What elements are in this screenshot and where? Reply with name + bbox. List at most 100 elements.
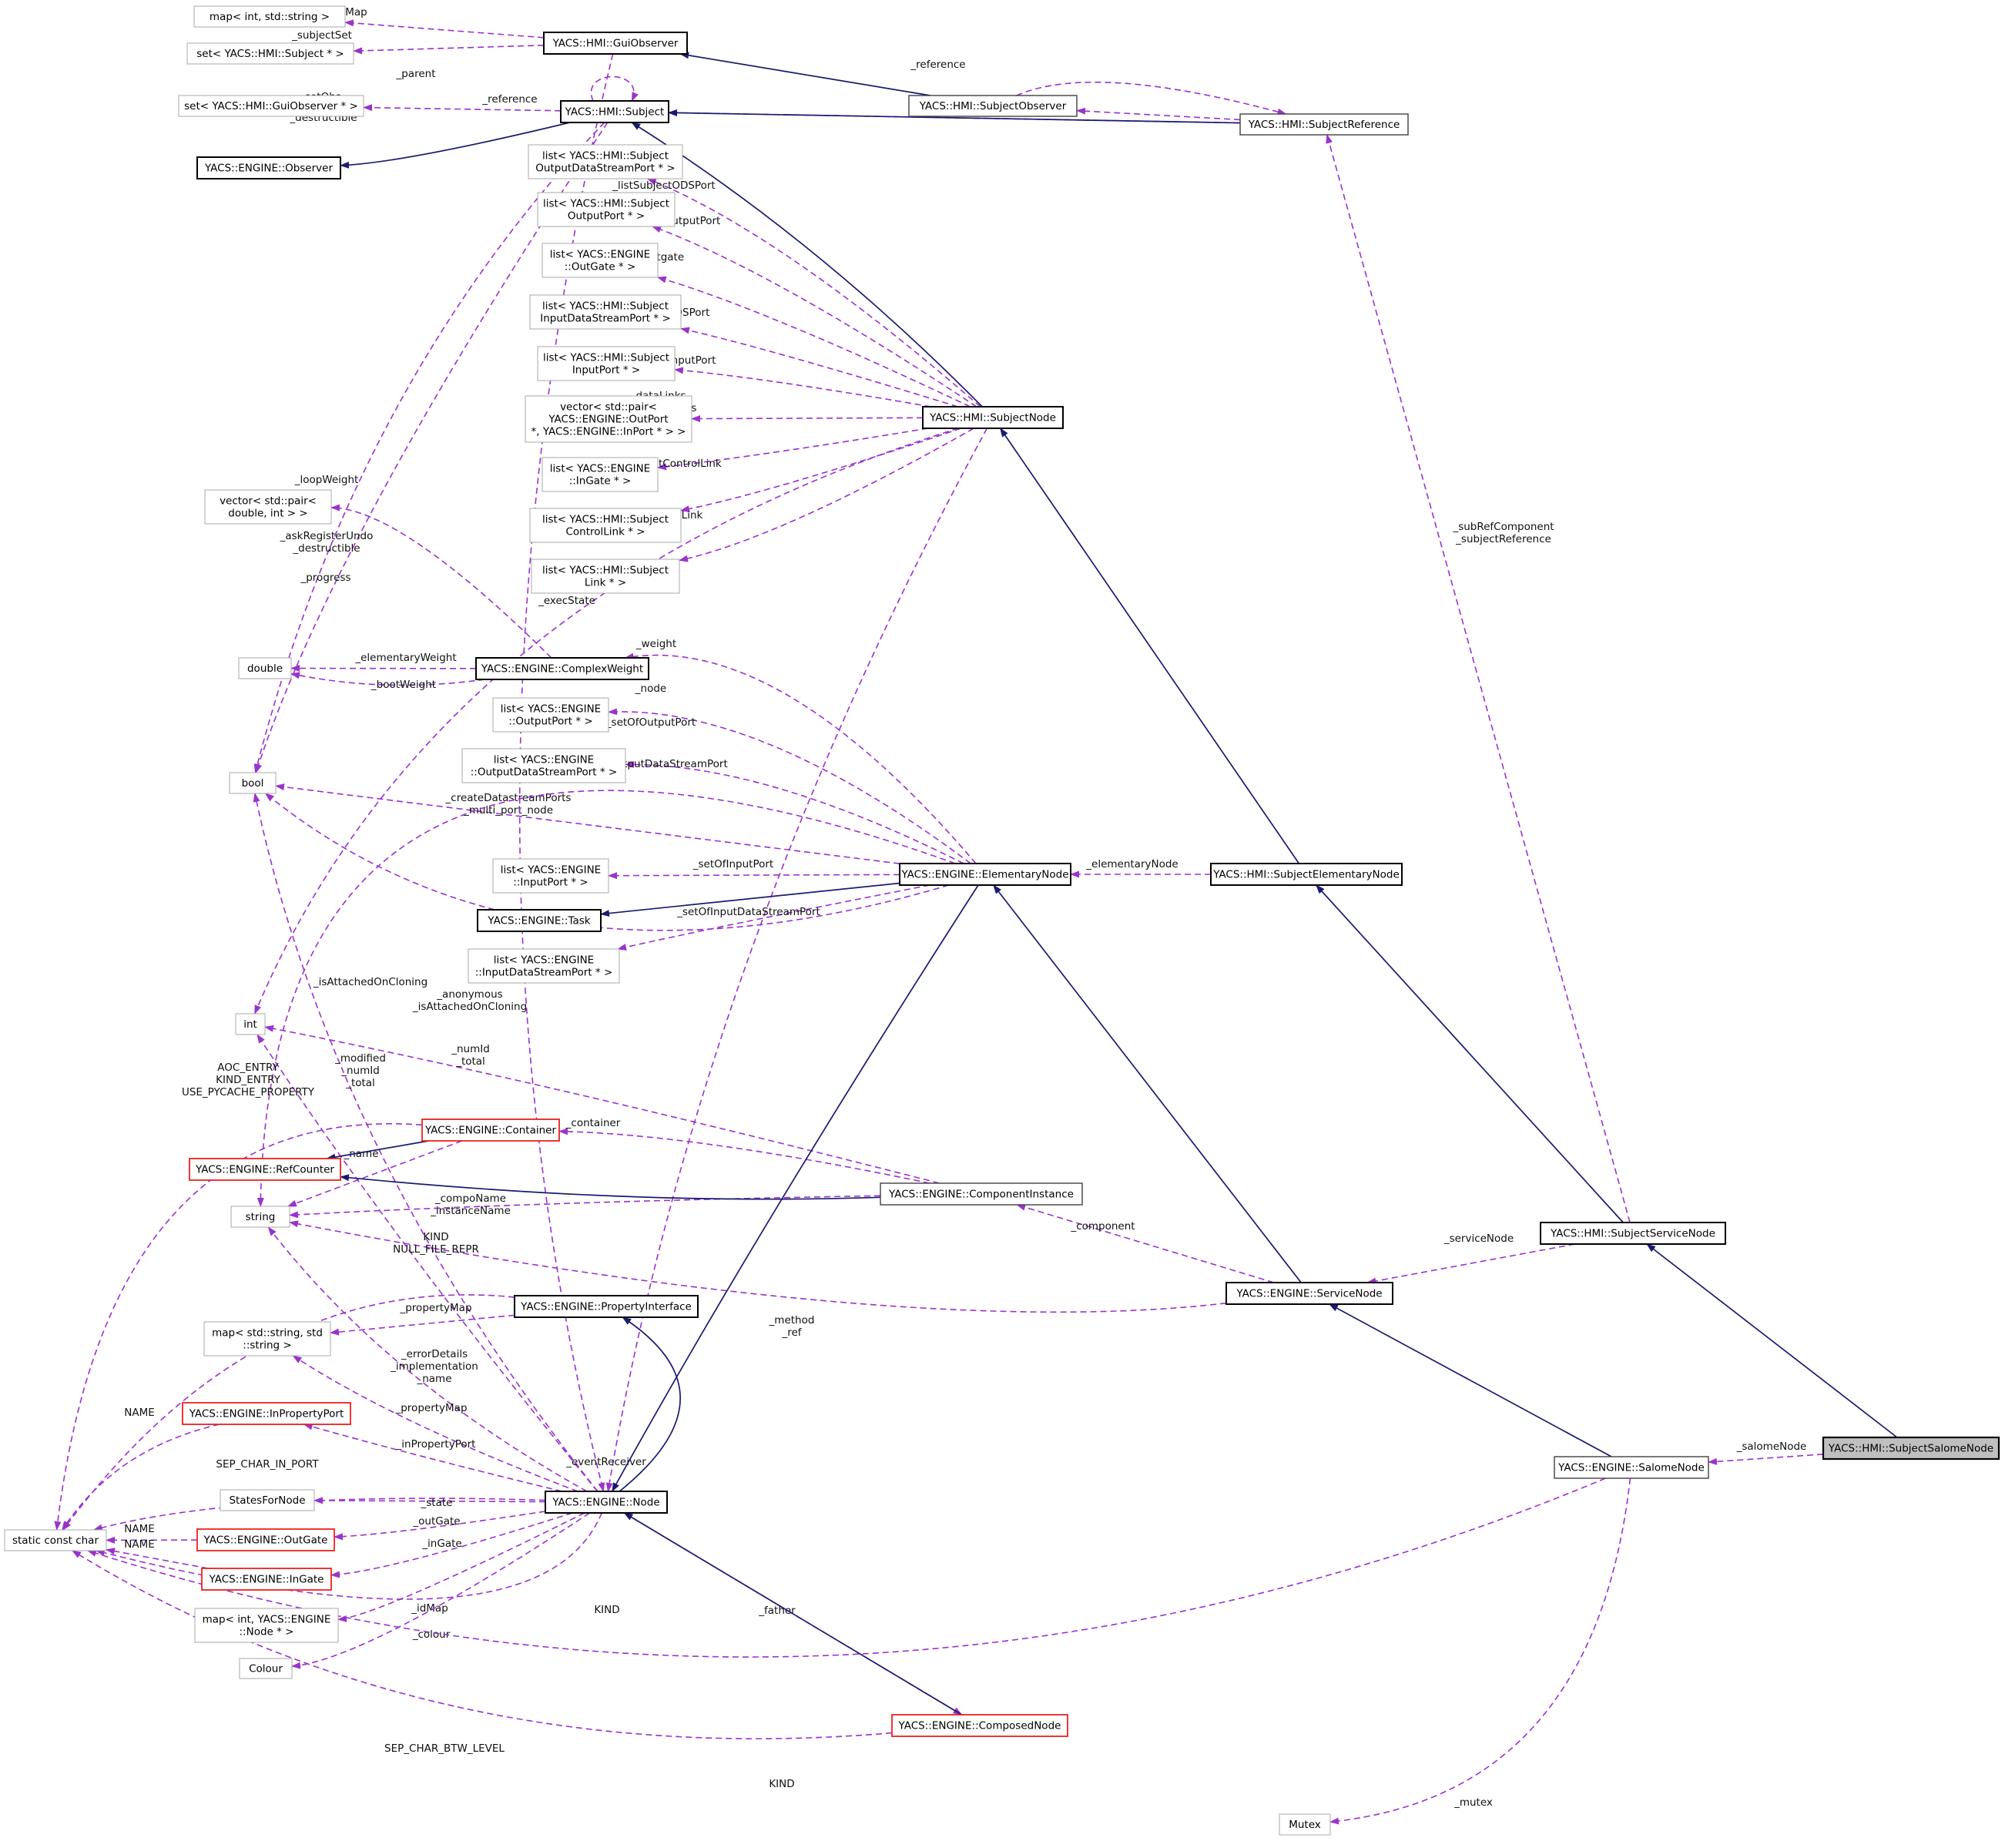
class-box-subjectElementaryNode[interactable]: YACS::HMI::SubjectElementaryNode: [1210, 863, 1403, 886]
edge-node-outGate: [334, 1511, 546, 1541]
class-box-inPropertyPort[interactable]: YACS::ENGINE::InPropertyPort: [182, 1402, 351, 1425]
edge-label-inGate-staticConstChar: NAME: [124, 1538, 155, 1551]
svg-text:YACS::ENGINE::SalomeNode: YACS::ENGINE::SalomeNode: [1557, 1462, 1705, 1474]
edge-salomeNode-serviceNode: [1329, 1303, 1612, 1457]
svg-text:YACS::HMI::Subject: YACS::HMI::Subject: [565, 106, 665, 119]
edge-subject-bool: [255, 122, 609, 773]
edge-label-node-inGate: _inGate: [421, 1538, 461, 1550]
edge-node-mapStringString: [292, 1355, 578, 1492]
class-box-serviceNode[interactable]: YACS::ENGINE::ServiceNode: [1225, 1282, 1393, 1305]
class-box-vectorDoubleInt: vector< std::pair<double, int > >: [204, 489, 332, 525]
edge-label-complexWeight-vectorDoubleInt: _loopWeight: [294, 474, 359, 486]
class-box-componentInstance[interactable]: YACS::ENGINE::ComponentInstance: [880, 1182, 1083, 1206]
edge-componentInstance-int: [264, 1025, 940, 1184]
class-box-subjectNode[interactable]: YACS::HMI::SubjectNode: [922, 406, 1064, 429]
edge-subjectNode-listSubjODS: [646, 178, 981, 407]
svg-text:list< YACS::ENGINE::InGate * >: list< YACS::ENGINE::InGate * >: [550, 463, 650, 488]
edge-subjectNode-listOutGatePtr: [656, 276, 971, 407]
edge-subject-setGuiObserver: [363, 104, 562, 112]
edge-label-subjectServiceNode-subjectReference: _subRefComponent_subjectReference: [1452, 521, 1554, 545]
edge-node-string: [267, 1226, 588, 1492]
class-box-subjectSalomeNode[interactable]: YACS::HMI::SubjectSalomeNode: [1822, 1436, 2000, 1461]
svg-text:YACS::HMI::SubjectReference: YACS::HMI::SubjectReference: [1248, 119, 1400, 131]
class-box-subjectObserver[interactable]: YACS::HMI::SubjectObserver: [908, 95, 1078, 117]
class-box-node[interactable]: YACS::ENGINE::Node: [545, 1491, 668, 1514]
edge-guiObserver-node: [518, 53, 614, 1492]
svg-text:Mutex: Mutex: [1289, 1819, 1321, 1831]
class-box-propertyInterface[interactable]: YACS::ENGINE::PropertyInterface: [514, 1295, 699, 1318]
svg-text:YACS::ENGINE::InGate: YACS::ENGINE::InGate: [209, 1574, 324, 1586]
edge-componentInstance-refCounter: [340, 1174, 881, 1200]
class-box-refCounter[interactable]: YACS::ENGINE::RefCounter: [189, 1158, 341, 1181]
edge-node-staticConstChar: [92, 1498, 546, 1531]
svg-text:YACS::HMI::SubjectElementaryNo: YACS::HMI::SubjectElementaryNode: [1212, 869, 1400, 881]
edge-container-string: [287, 1140, 463, 1207]
edge-label-guiObserver-setSubject: _subjectSet: [291, 29, 352, 42]
edge-label-elementaryNode-listOutputPortEng: _setOfOutputPort: [605, 716, 696, 729]
edge-label-serviceNode-componentInstance: _component: [1070, 1220, 1135, 1233]
edge-subjectServiceNode-subjectElementaryNode: [1316, 884, 1624, 1223]
svg-text:bool: bool: [242, 777, 264, 790]
edge-subjectNode-listSubjControlLink: [680, 428, 961, 513]
edge-label-composedNode-staticConstChar: SEP_CHAR_BTW_LEVEL: [384, 1742, 505, 1755]
svg-text:set< YACS::HMI::Subject * >: set< YACS::HMI::Subject * >: [196, 48, 344, 60]
svg-text:list< YACS::ENGINE::InputPort: list< YACS::ENGINE::InputPort * >: [501, 864, 601, 889]
edge-label-subjectNode-listSubjODS: _listSubjectODSPort: [612, 179, 715, 192]
edge-label-node-statesForNode: _state: [421, 1497, 453, 1509]
class-box-elementaryNode[interactable]: YACS::ENGINE::ElementaryNode: [899, 863, 1071, 886]
svg-text:YACS::ENGINE::ComponentInstanc: YACS::ENGINE::ComponentInstance: [888, 1189, 1074, 1201]
edge-componentInstance-container: [558, 1128, 930, 1184]
edge-label-componentInstance-int: _numId_total: [451, 1043, 490, 1068]
class-box-observer[interactable]: YACS::ENGINE::Observer: [196, 156, 341, 179]
edge-subjectReference-subjectObserver: [1076, 107, 1241, 121]
class-box-listODSPEng: list< YACS::ENGINE::OutputDataStreamPort…: [461, 748, 626, 783]
edge-serviceNode-elementaryNode: [993, 884, 1302, 1283]
class-box-subjectServiceNode[interactable]: YACS::HMI::SubjectServiceNode: [1540, 1222, 1726, 1245]
class-box-complexWeight[interactable]: YACS::ENGINE::ComplexWeight: [475, 657, 649, 680]
edge-subjectNode-listSubjInputPort: [674, 367, 931, 407]
edge-label-node-inPropertyPort: _inPropertyPort: [396, 1438, 476, 1451]
svg-text:YACS::ENGINE::ServiceNode: YACS::ENGINE::ServiceNode: [1236, 1288, 1382, 1300]
edge-label-elementaryNode-string: _progress: [300, 572, 350, 584]
class-box-string: string: [230, 1206, 290, 1228]
svg-text:vector< std::pair<YACS::ENGINE: vector< std::pair<YACS::ENGINE::OutPort*…: [531, 401, 686, 438]
edge-node-mapIntNode: [337, 1512, 585, 1622]
edge-container-refCounter: [326, 1140, 429, 1161]
svg-text:YACS::HMI::SubjectServiceNode: YACS::HMI::SubjectServiceNode: [1550, 1228, 1715, 1240]
edge-label-subjectReference-subject: _reference: [481, 93, 537, 106]
edge-label-componentInstance-string: _compoName_instanceName: [430, 1192, 511, 1217]
edge-label-subjectServiceNode-serviceNode: _serviceNode: [1443, 1233, 1514, 1245]
edge-elementaryNode-string: [256, 790, 956, 1207]
edge-composedNode-staticConstChar: [72, 1550, 893, 1739]
class-box-outGate[interactable]: YACS::ENGINE::OutGate: [196, 1528, 335, 1551]
class-box-inGate[interactable]: YACS::ENGINE::InGate: [201, 1568, 332, 1591]
svg-text:string: string: [246, 1211, 276, 1223]
class-box-int: int: [235, 1013, 266, 1035]
edge-subjectSalomeNode-subjectServiceNode: [1646, 1243, 1898, 1438]
class-box-salomeNode[interactable]: YACS::ENGINE::SalomeNode: [1554, 1456, 1709, 1479]
svg-text:YACS::HMI::SubjectNode: YACS::HMI::SubjectNode: [929, 412, 1056, 424]
svg-text:list< YACS::HMI::SubjectContro: list< YACS::HMI::SubjectControlLink * >: [542, 514, 669, 538]
edge-complexWeight-double: [290, 672, 485, 686]
edge-node-inGate: [330, 1512, 573, 1578]
class-box-setSubject: set< YACS::HMI::Subject * >: [186, 42, 354, 65]
class-box-composedNode[interactable]: YACS::ENGINE::ComposedNode: [891, 1714, 1068, 1737]
class-box-task[interactable]: YACS::ENGINE::Task: [477, 909, 602, 932]
edge-label-node-staticConstChar: SEP_CHAR_IN_PORT: [216, 1458, 319, 1471]
edge-composedNode-node: [623, 1512, 963, 1716]
svg-text:map< int, YACS::ENGINE::Node *: map< int, YACS::ENGINE::Node * >: [203, 1614, 331, 1638]
class-box-bool: bool: [229, 772, 277, 794]
class-box-guiObserver[interactable]: YACS::HMI::GuiObserver: [543, 32, 688, 55]
edge-subjectSalomeNode-salomeNode: [1708, 1454, 1824, 1465]
edge-propertyInterface-mapStringString: [330, 1314, 515, 1336]
class-box-subjectReference[interactable]: YACS::HMI::SubjectReference: [1239, 113, 1409, 136]
svg-text:YACS::ENGINE::Node: YACS::ENGINE::Node: [552, 1497, 659, 1509]
svg-text:list< YACS::ENGINE::OutputData: list< YACS::ENGINE::OutputDataStreamPort…: [471, 754, 617, 779]
class-box-container[interactable]: YACS::ENGINE::Container: [421, 1119, 560, 1142]
class-box-subject[interactable]: YACS::HMI::Subject: [560, 100, 669, 123]
